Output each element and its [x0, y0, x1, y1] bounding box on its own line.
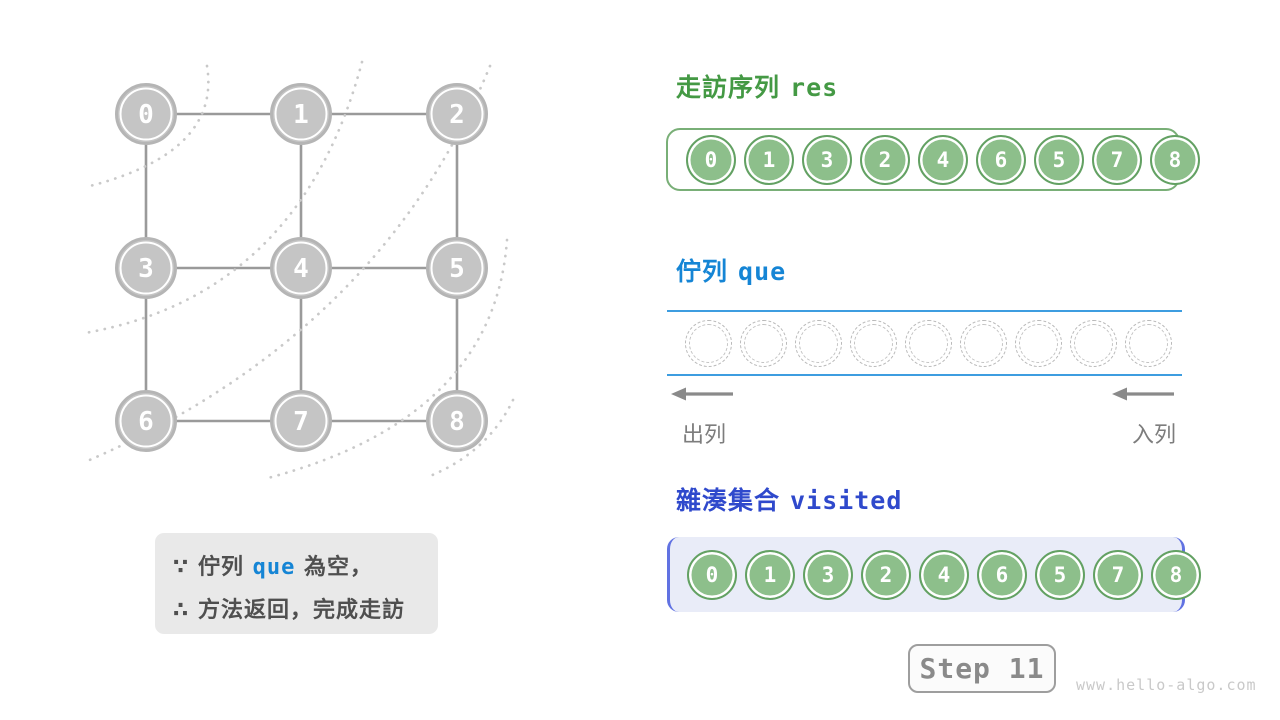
- visited-token-4: 4: [919, 549, 969, 600]
- visited-section-title: 雜湊集合 visited: [676, 481, 902, 517]
- level-arc-1: [88, 64, 210, 188]
- visited-title-code: visited: [790, 486, 903, 515]
- queue-band: [667, 310, 1182, 376]
- visited-token-1: 1: [745, 549, 795, 600]
- queue-empty-slot: [905, 319, 952, 367]
- res-token-3: 2: [860, 134, 910, 185]
- visited-token-8: 8: [1151, 549, 1201, 600]
- res-token-0: 0: [686, 134, 736, 185]
- enqueue-arrow-icon: [1112, 387, 1174, 401]
- queue-empty-slot: [960, 319, 1007, 367]
- graph-node-label: 6: [138, 407, 154, 437]
- dequeue-arrow-icon: [671, 387, 733, 401]
- note-line-2-text: ∴ 方法返回，完成走訪: [173, 598, 405, 623]
- note-box: ∵ 佇列 que 為空， ∴ 方法返回，完成走訪: [155, 533, 438, 634]
- res-token-4: 4: [918, 134, 968, 185]
- graph-node-6: 6: [115, 390, 177, 452]
- res-section-title: 走訪序列 res: [676, 68, 838, 104]
- graph-node-label: 3: [138, 254, 154, 284]
- graph-node-label: 0: [138, 100, 154, 130]
- note-line-1-prefix: ∵ 佇列: [173, 555, 253, 580]
- graph-node-7: 7: [270, 390, 332, 452]
- visited-token-6: 5: [1035, 549, 1085, 600]
- graph-node-0: 0: [115, 83, 177, 145]
- queue-title-cjk: 佇列: [676, 257, 729, 286]
- visited-title-cjk: 雜湊集合: [676, 486, 781, 515]
- graph-node-label: 4: [293, 254, 309, 284]
- res-token-6: 5: [1034, 134, 1084, 185]
- visited-token-5: 6: [977, 549, 1027, 600]
- watermark: www.hello-algo.com: [1076, 676, 1257, 694]
- graph-node-5: 5: [426, 237, 488, 299]
- queue-empty-slot: [850, 319, 897, 367]
- res-token-1: 1: [744, 134, 794, 185]
- queue-title-code: que: [738, 257, 787, 286]
- note-line-2: ∴ 方法返回，完成走訪: [173, 592, 405, 624]
- graph-node-label: 7: [293, 407, 309, 437]
- graph-nodes: 0 1 2 3 4: [115, 83, 488, 452]
- queue-empty-slot: [795, 319, 842, 367]
- res-title-code: res: [790, 73, 839, 102]
- res-token-8: 8: [1150, 134, 1200, 185]
- res-token-2: 3: [802, 134, 852, 185]
- res-sequence-box: 0 1 3 2 4 6 5 7 8: [666, 128, 1200, 191]
- res-token-5: 6: [976, 134, 1026, 185]
- enqueue-label: 入列: [1132, 423, 1177, 448]
- res-token-7: 7: [1092, 134, 1142, 185]
- graph-node-label: 5: [449, 254, 465, 284]
- graph-node-4: 4: [270, 237, 332, 299]
- queue-empty-slot: [1125, 319, 1172, 367]
- graph-node-1: 1: [270, 83, 332, 145]
- visited-token-2: 3: [803, 549, 853, 600]
- note-line-1-suffix: 為空，: [295, 555, 374, 580]
- queue-empty-slot: [685, 319, 732, 367]
- visited-token-7: 7: [1093, 549, 1143, 600]
- graph-node-label: 8: [449, 407, 465, 437]
- dequeue-label: 出列: [682, 423, 727, 448]
- visited-token-0: 0: [687, 549, 737, 600]
- graph-node-label: 2: [449, 100, 465, 130]
- graph-node-8: 8: [426, 390, 488, 452]
- graph-node-2: 2: [426, 83, 488, 145]
- visited-token-3: 2: [861, 549, 911, 600]
- step-badge: Step 11: [908, 644, 1056, 693]
- level-arc-5: [428, 398, 515, 478]
- graph-node-3: 3: [115, 237, 177, 299]
- queue-section-title: 佇列 que: [676, 252, 786, 288]
- graph-canvas: 0 1 2 3 4: [83, 60, 515, 480]
- queue-empty-slot: [1070, 319, 1117, 367]
- note-line-1: ∵ 佇列 que 為空，: [173, 549, 373, 581]
- res-title-cjk: 走訪序列: [676, 73, 781, 102]
- note-line-1-code: que: [252, 555, 296, 580]
- level-arc-4: [266, 238, 509, 480]
- queue-empty-slot: [1015, 319, 1062, 367]
- visited-set-box: 0 1 3 2 4 6 5 7 8: [667, 537, 1201, 612]
- queue-empty-slot: [740, 319, 787, 367]
- graph-node-label: 1: [293, 100, 309, 130]
